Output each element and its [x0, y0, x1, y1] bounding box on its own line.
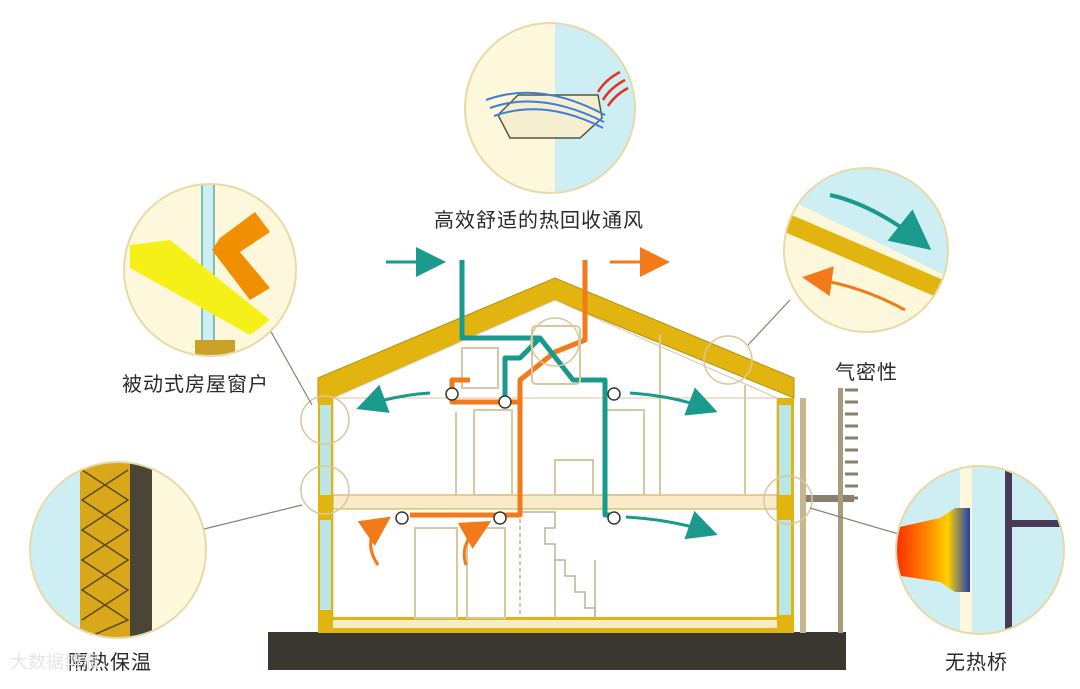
balcony-post — [800, 398, 806, 633]
left-window-upper — [320, 405, 331, 495]
ground-slab — [268, 632, 846, 670]
label-insulation: 隔热保温 — [68, 650, 152, 674]
balcony-rail — [845, 388, 858, 500]
middle-floor — [332, 494, 778, 510]
fan-icon — [607, 511, 621, 525]
arrow-icon — [457, 521, 492, 566]
arrow-icon — [357, 516, 391, 566]
label-ventilation: 高效舒适的热回收通风 — [434, 208, 644, 232]
label-airtight: 气密性 — [835, 360, 898, 384]
fan-icon — [445, 387, 459, 401]
bubble-window — [123, 183, 297, 357]
heat-exchanger-icon — [531, 325, 581, 385]
bubble-ventilation — [464, 22, 636, 194]
connector-lines — [199, 299, 903, 536]
label-window: 被动式房屋窗户 — [122, 372, 269, 396]
arrow-icon — [625, 510, 718, 540]
fan-icon — [493, 511, 507, 525]
supply-duct — [459, 260, 615, 518]
staircase — [519, 511, 596, 618]
base-floor-insulation — [333, 620, 777, 628]
bubble-thermal-bridge — [895, 465, 1065, 635]
right-window-upper — [779, 405, 791, 495]
balcony-post-outer — [838, 388, 843, 633]
bubble-insulation — [29, 461, 207, 639]
fan-icon — [395, 511, 409, 525]
label-thermal-bridge: 无热桥 — [945, 650, 1008, 674]
bubble-airtight — [783, 167, 949, 333]
flow-arrows — [356, 247, 718, 566]
highlight-rings — [300, 317, 813, 525]
vents — [395, 387, 621, 525]
house — [317, 277, 858, 633]
fan-icon — [607, 387, 621, 401]
arrow-icon — [629, 387, 718, 416]
right-window-lower — [779, 520, 791, 615]
attic-interior — [332, 299, 778, 399]
watermark: 大数据博宸 — [10, 652, 100, 673]
balcony-beam — [806, 495, 854, 502]
arrow-icon — [356, 384, 431, 413]
fan-icon — [498, 395, 512, 409]
left-window-lower — [320, 520, 331, 610]
